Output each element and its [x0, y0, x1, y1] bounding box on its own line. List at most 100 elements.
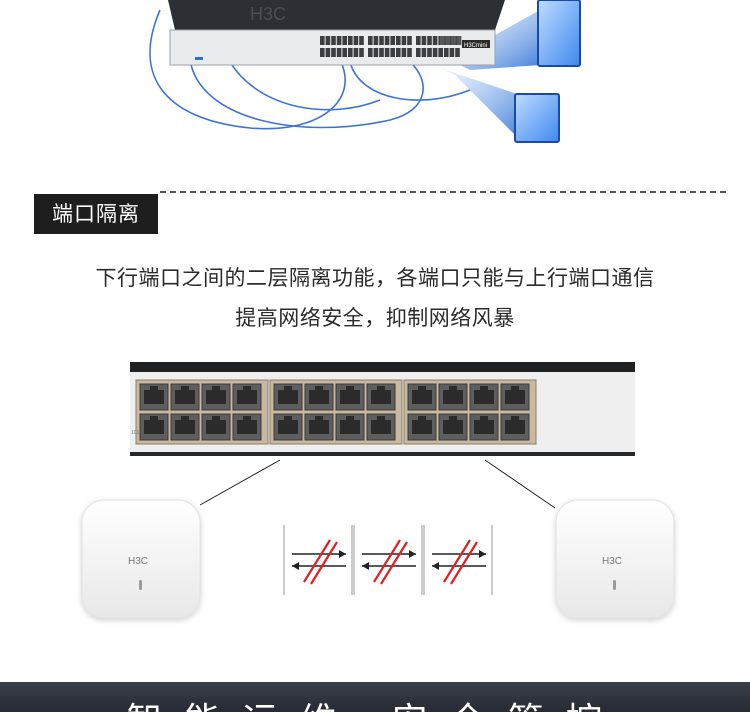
rj45-port-tab: [150, 386, 158, 390]
port-mark: 101: [131, 430, 140, 436]
small-port: [384, 36, 390, 45]
small-port: [401, 48, 407, 57]
small-port: [438, 48, 443, 57]
switch-face-bottom-edge: [130, 452, 635, 456]
small-port: [401, 36, 407, 45]
signal-beam: [440, 68, 520, 140]
rj45-port-inner: [175, 420, 195, 434]
rj45-port-inner: [144, 420, 164, 434]
rj45-port-inner: [505, 420, 525, 434]
cable-line: [349, 61, 471, 101]
small-port: [359, 36, 364, 45]
small-port: [353, 48, 359, 57]
rj45-port-inner: [505, 390, 525, 404]
rj45-port-tab: [212, 386, 220, 390]
rj45-port-tab: [315, 386, 323, 390]
section-tag: 端口隔离: [34, 194, 158, 234]
rj45-port-tab: [346, 386, 354, 390]
rj45-port-tab: [418, 416, 426, 420]
ap-led-left: [139, 580, 142, 590]
small-port: [432, 36, 438, 45]
arrow-head-icon: [432, 562, 439, 570]
laptop-device: [514, 93, 560, 143]
rj45-port-inner: [144, 390, 164, 404]
front-label: [462, 40, 490, 48]
small-port: [407, 36, 412, 45]
small-port: [325, 48, 331, 57]
block-slash-icon: [310, 541, 338, 585]
block-slash-icon: [443, 539, 471, 583]
small-port: [342, 36, 347, 45]
rj45-port-tab: [243, 416, 251, 420]
front-brand: H3Cmini: [464, 43, 487, 49]
block-slash-icon: [450, 541, 478, 585]
block-slash-icon: [373, 539, 401, 583]
rj45-port-tab: [511, 416, 519, 420]
link-line-right: [484, 459, 556, 509]
switch-illustration-top: H3C H3Cmini: [149, 0, 581, 143]
rj45-port-tab: [377, 386, 385, 390]
rj45-port-inner: [371, 390, 391, 404]
cable-line: [229, 61, 381, 111]
description-line-1: 下行端口之间的二层隔离功能，各端口只能与上行端口通信: [95, 266, 655, 290]
access-point-right: [555, 499, 675, 619]
small-port: [336, 48, 342, 57]
arrow-head-icon: [292, 562, 299, 570]
small-port: [444, 48, 449, 57]
small-port: [342, 48, 347, 57]
rj45-port-tab: [212, 416, 220, 420]
small-port: [320, 36, 325, 45]
rj45-port-tab: [181, 416, 189, 420]
sfp-port: [440, 36, 445, 45]
rj45-port-inner: [371, 420, 391, 434]
rj45-port-inner: [206, 390, 226, 404]
port-light: [195, 57, 203, 60]
rj45-port-inner: [412, 420, 432, 434]
small-port: [336, 36, 342, 45]
rj45-port-tab: [243, 386, 251, 390]
small-port: [348, 36, 353, 45]
switch-top-surface: [168, 0, 505, 30]
small-port: [379, 48, 384, 57]
description-line-2: 提高网络安全，抑制网络风暴: [235, 306, 515, 330]
ap-led-right: [613, 580, 616, 590]
rj45-port-tab: [480, 386, 488, 390]
link-line-left: [199, 459, 281, 506]
rj45-port-inner: [237, 390, 257, 404]
small-port: [396, 48, 401, 57]
cable-line: [189, 59, 424, 129]
rj45-port-inner: [309, 390, 329, 404]
block-slash-icon: [303, 539, 331, 583]
rj45-port-inner: [206, 420, 226, 434]
rj45-port-inner: [340, 390, 360, 404]
next-section-banner: 智能运维 安全管控: [0, 682, 750, 712]
ap-brand-left: H3C: [128, 556, 148, 567]
small-port: [416, 48, 421, 57]
rj45-port-inner: [278, 420, 298, 434]
small-port: [455, 48, 460, 57]
rj45-port-inner: [412, 390, 432, 404]
small-port: [353, 36, 359, 45]
ap-brand-right: H3C: [602, 556, 622, 567]
small-port: [449, 48, 455, 57]
arrow-head-icon: [362, 562, 369, 570]
cable-line: [149, 9, 346, 130]
rj45-port-tab: [284, 416, 292, 420]
port-grid: [135, 379, 537, 445]
rj45-port-tab: [315, 416, 323, 420]
port-isolation-diagram: 101 H3C H3C: [81, 362, 675, 619]
small-port: [432, 48, 438, 57]
sfp-port: [456, 36, 462, 45]
small-port: [416, 36, 421, 45]
rj45-port-tab: [284, 386, 292, 390]
rj45-port-inner: [237, 420, 257, 434]
rj45-port-inner: [175, 390, 195, 404]
small-port: [320, 48, 325, 57]
small-port: [373, 36, 379, 45]
small-port: [373, 48, 379, 57]
small-port: [325, 36, 331, 45]
rj45-port-tab: [511, 386, 519, 390]
rj45-port-inner: [340, 420, 360, 434]
arrow-head-icon: [479, 550, 486, 558]
rj45-port-tab: [449, 416, 457, 420]
